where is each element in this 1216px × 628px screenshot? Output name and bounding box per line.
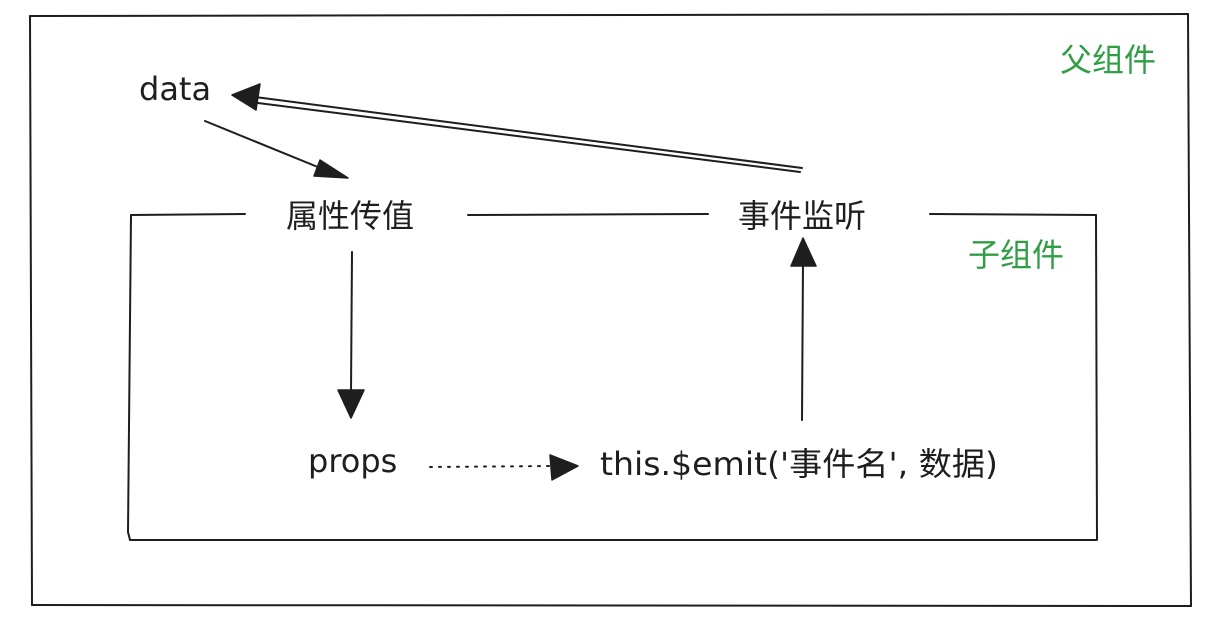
- data-node-label: data: [139, 70, 211, 108]
- arrow-data-to-prop-passing: [204, 120, 349, 179]
- parent-component-frame: [29, 13, 1192, 607]
- arrow-prop-passing-to-props: [337, 251, 365, 419]
- child-component-frame: [127, 213, 1098, 541]
- arrow-props-to-emit: [429, 454, 579, 481]
- prop-passing-node-label: 属性传值: [286, 197, 414, 235]
- emit-call-node-label: this.$emit('事件名', 数据): [600, 445, 998, 483]
- arrow-emit-to-event-listen: [790, 237, 817, 421]
- props-node-label: props: [308, 442, 397, 480]
- parent-component-label: 父组件: [1060, 41, 1156, 79]
- arrow-event-listen-to-data: [231, 83, 803, 173]
- event-listen-node-label: 事件监听: [738, 197, 866, 235]
- child-component-label: 子组件: [968, 236, 1064, 274]
